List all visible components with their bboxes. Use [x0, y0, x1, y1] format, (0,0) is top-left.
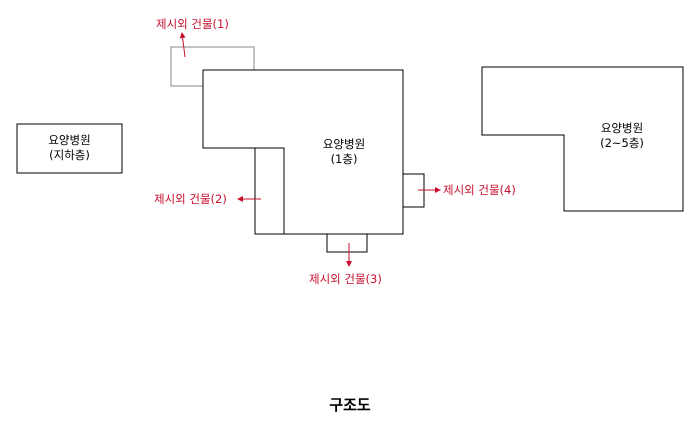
basement-building-floor: (지하층) [49, 148, 90, 162]
diagram-caption: 구조도 [329, 396, 371, 414]
first-floor-building-name: 요양병원 [322, 137, 366, 151]
annex-2-label: 제시외 건물(2) [154, 192, 227, 206]
upper-floor-building-floor: (2~5층) [600, 136, 644, 150]
arrow-annex-1 [179, 32, 186, 58]
first-floor-building-label: 요양병원 (1층) [304, 137, 384, 167]
annex-3-label: 제시외 건물(3) [309, 272, 382, 286]
basement-building-name: 요양병원 [48, 133, 91, 147]
annex-1-outline [170, 46, 255, 87]
upper-floor-building-name: 요양병원 [600, 121, 644, 135]
upper-floor-building-label: 요양병원 (2~5층) [582, 121, 662, 151]
basement-building-label: 요양병원 (지하층) [17, 133, 122, 163]
basement-building [16, 123, 123, 174]
annex-4-label: 제시외 건물(4) [443, 183, 516, 197]
annex-1-label: 제시외 건물(1) [156, 17, 229, 31]
upper-floor-building [481, 66, 684, 212]
annex-3-outline [326, 234, 368, 253]
first-floor-building-floor: (1층) [330, 152, 358, 166]
annex-2-outline [254, 147, 284, 235]
